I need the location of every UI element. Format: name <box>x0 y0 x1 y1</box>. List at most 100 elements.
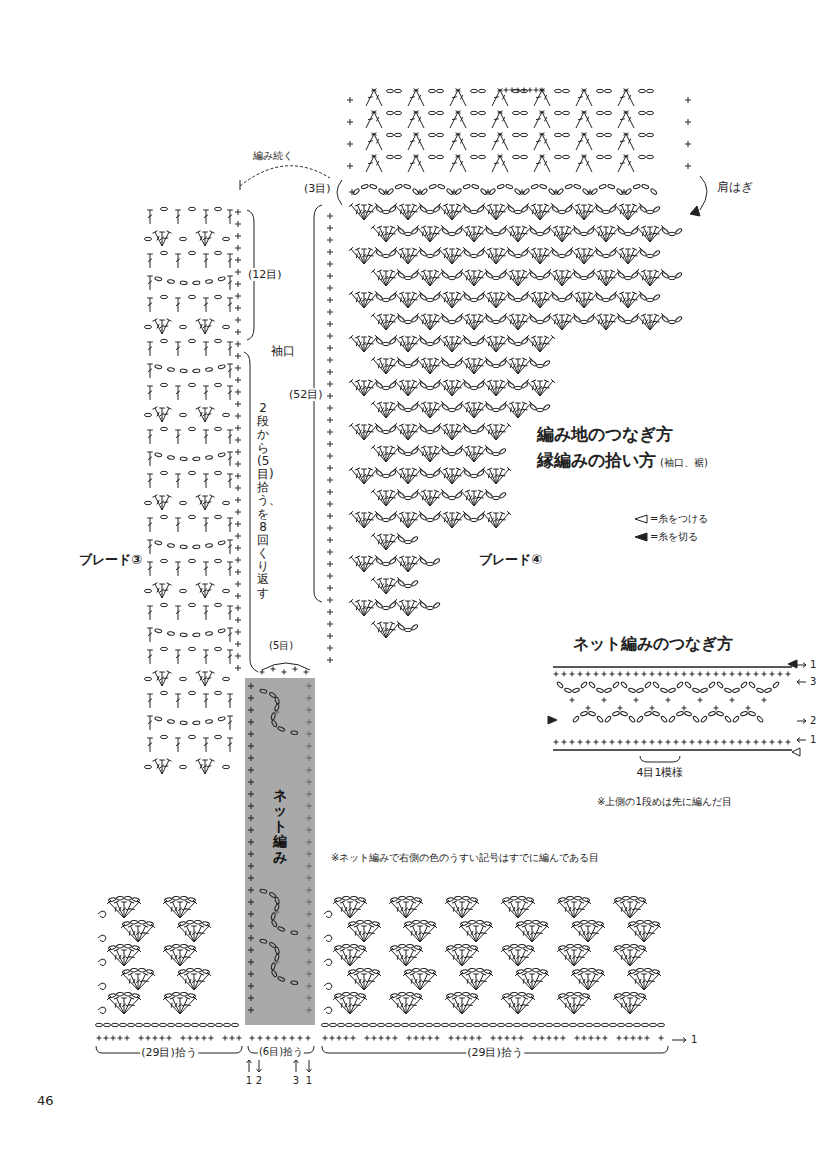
stitch-mark <box>474 227 487 242</box>
stitch-mark <box>215 295 222 298</box>
stitch-mark <box>496 337 509 352</box>
stitch-mark <box>371 269 375 273</box>
stitch-mark <box>411 316 419 323</box>
stitch-mark <box>204 479 208 482</box>
stitch-mark <box>330 369 331 375</box>
stitch-mark <box>589 255 594 256</box>
stitch-mark <box>584 293 597 308</box>
stitch-mark <box>377 358 382 360</box>
stitch-mark <box>491 254 493 258</box>
stitch-mark <box>411 404 419 411</box>
stitch-mark <box>205 496 212 510</box>
stitch-mark <box>364 381 371 396</box>
stitch-mark <box>364 205 377 220</box>
stitch-mark <box>645 276 647 280</box>
stitch-mark <box>371 313 375 317</box>
stitch-mark <box>152 495 157 498</box>
stitch-mark <box>176 743 180 746</box>
stitch-mark <box>450 156 458 172</box>
stitch-mark <box>203 518 209 519</box>
stitch-mark <box>147 694 153 695</box>
stitch-mark <box>377 226 382 228</box>
stitch-mark <box>193 369 200 373</box>
stitch-mark <box>390 358 395 360</box>
stitch-mark <box>238 569 239 575</box>
stitch-mark <box>493 276 500 279</box>
stitch-mark <box>228 435 232 438</box>
stitch-mark <box>238 269 239 275</box>
stitch-mark <box>427 298 434 301</box>
stitch-mark <box>650 227 663 242</box>
stitch-mark <box>544 248 549 250</box>
stitch-mark <box>458 112 466 128</box>
stitch-mark <box>408 381 421 396</box>
stitch-mark <box>228 259 232 262</box>
stitch-mark <box>238 377 239 383</box>
stitch-mark <box>238 389 239 395</box>
stitch-mark <box>381 276 383 280</box>
stitch-mark <box>215 471 222 474</box>
stitch-mark <box>435 233 440 234</box>
stitch-mark <box>393 379 397 383</box>
stitch-mark <box>391 277 396 278</box>
stitch-mark <box>416 156 424 172</box>
stitch-mark <box>589 211 594 212</box>
stitch-mark <box>513 320 515 324</box>
stitch-mark <box>417 271 430 286</box>
stitch-mark <box>563 89 570 92</box>
stitch-mark <box>456 424 461 426</box>
stitch-mark <box>549 227 562 242</box>
stitch-mark <box>456 336 461 338</box>
stitch-mark <box>532 385 534 390</box>
stitch-mark <box>474 403 481 418</box>
stitch-mark <box>623 298 625 302</box>
stitch-mark <box>581 205 587 206</box>
stitch-mark <box>148 215 152 218</box>
stitch-mark <box>205 408 212 422</box>
stitch-mark <box>390 226 395 228</box>
stitch-mark <box>559 271 565 272</box>
stitch-mark <box>452 96 457 98</box>
stitch-mark <box>415 357 419 361</box>
stitch-mark <box>419 117 421 121</box>
stitch-mark <box>175 342 181 343</box>
stitch-mark <box>527 205 540 220</box>
stitch-mark <box>145 501 152 504</box>
stitch-mark <box>166 671 171 674</box>
stitch-mark <box>601 232 603 236</box>
stitch-mark <box>461 271 474 286</box>
stitch-mark <box>578 140 583 142</box>
stitch-mark <box>571 293 584 308</box>
stitch-mark <box>175 650 181 651</box>
stitch-mark <box>159 584 165 585</box>
stitch-mark <box>584 90 592 106</box>
stitch-mark <box>466 407 468 412</box>
stitch-mark <box>228 699 232 702</box>
stitch-mark <box>461 139 463 143</box>
stitch-mark <box>238 485 239 491</box>
stitch-mark <box>203 694 209 695</box>
stitch-mark <box>238 353 239 359</box>
stitch-mark <box>496 205 509 220</box>
stitch-mark <box>175 386 181 387</box>
stitch-mark <box>157 236 159 240</box>
stitch-mark <box>408 90 416 106</box>
stitch-mark <box>383 210 390 213</box>
stitch-mark <box>419 139 421 143</box>
stitch-mark <box>650 188 657 195</box>
stitch-mark <box>330 297 331 303</box>
stitch-mark <box>361 425 367 426</box>
stitch-mark <box>471 89 478 92</box>
stitch-mark <box>399 292 404 294</box>
stitch-mark <box>535 210 537 214</box>
stitch-mark <box>481 247 485 251</box>
stitch-mark <box>413 111 418 114</box>
stitch-mark <box>605 89 612 92</box>
stitch-mark <box>205 455 212 459</box>
stitch-mark <box>371 89 376 92</box>
stitch-mark <box>497 89 502 92</box>
stitch-mark <box>203 562 209 563</box>
stitch-mark <box>508 206 516 213</box>
stitch-mark <box>474 359 481 374</box>
stitch-mark <box>369 431 374 432</box>
